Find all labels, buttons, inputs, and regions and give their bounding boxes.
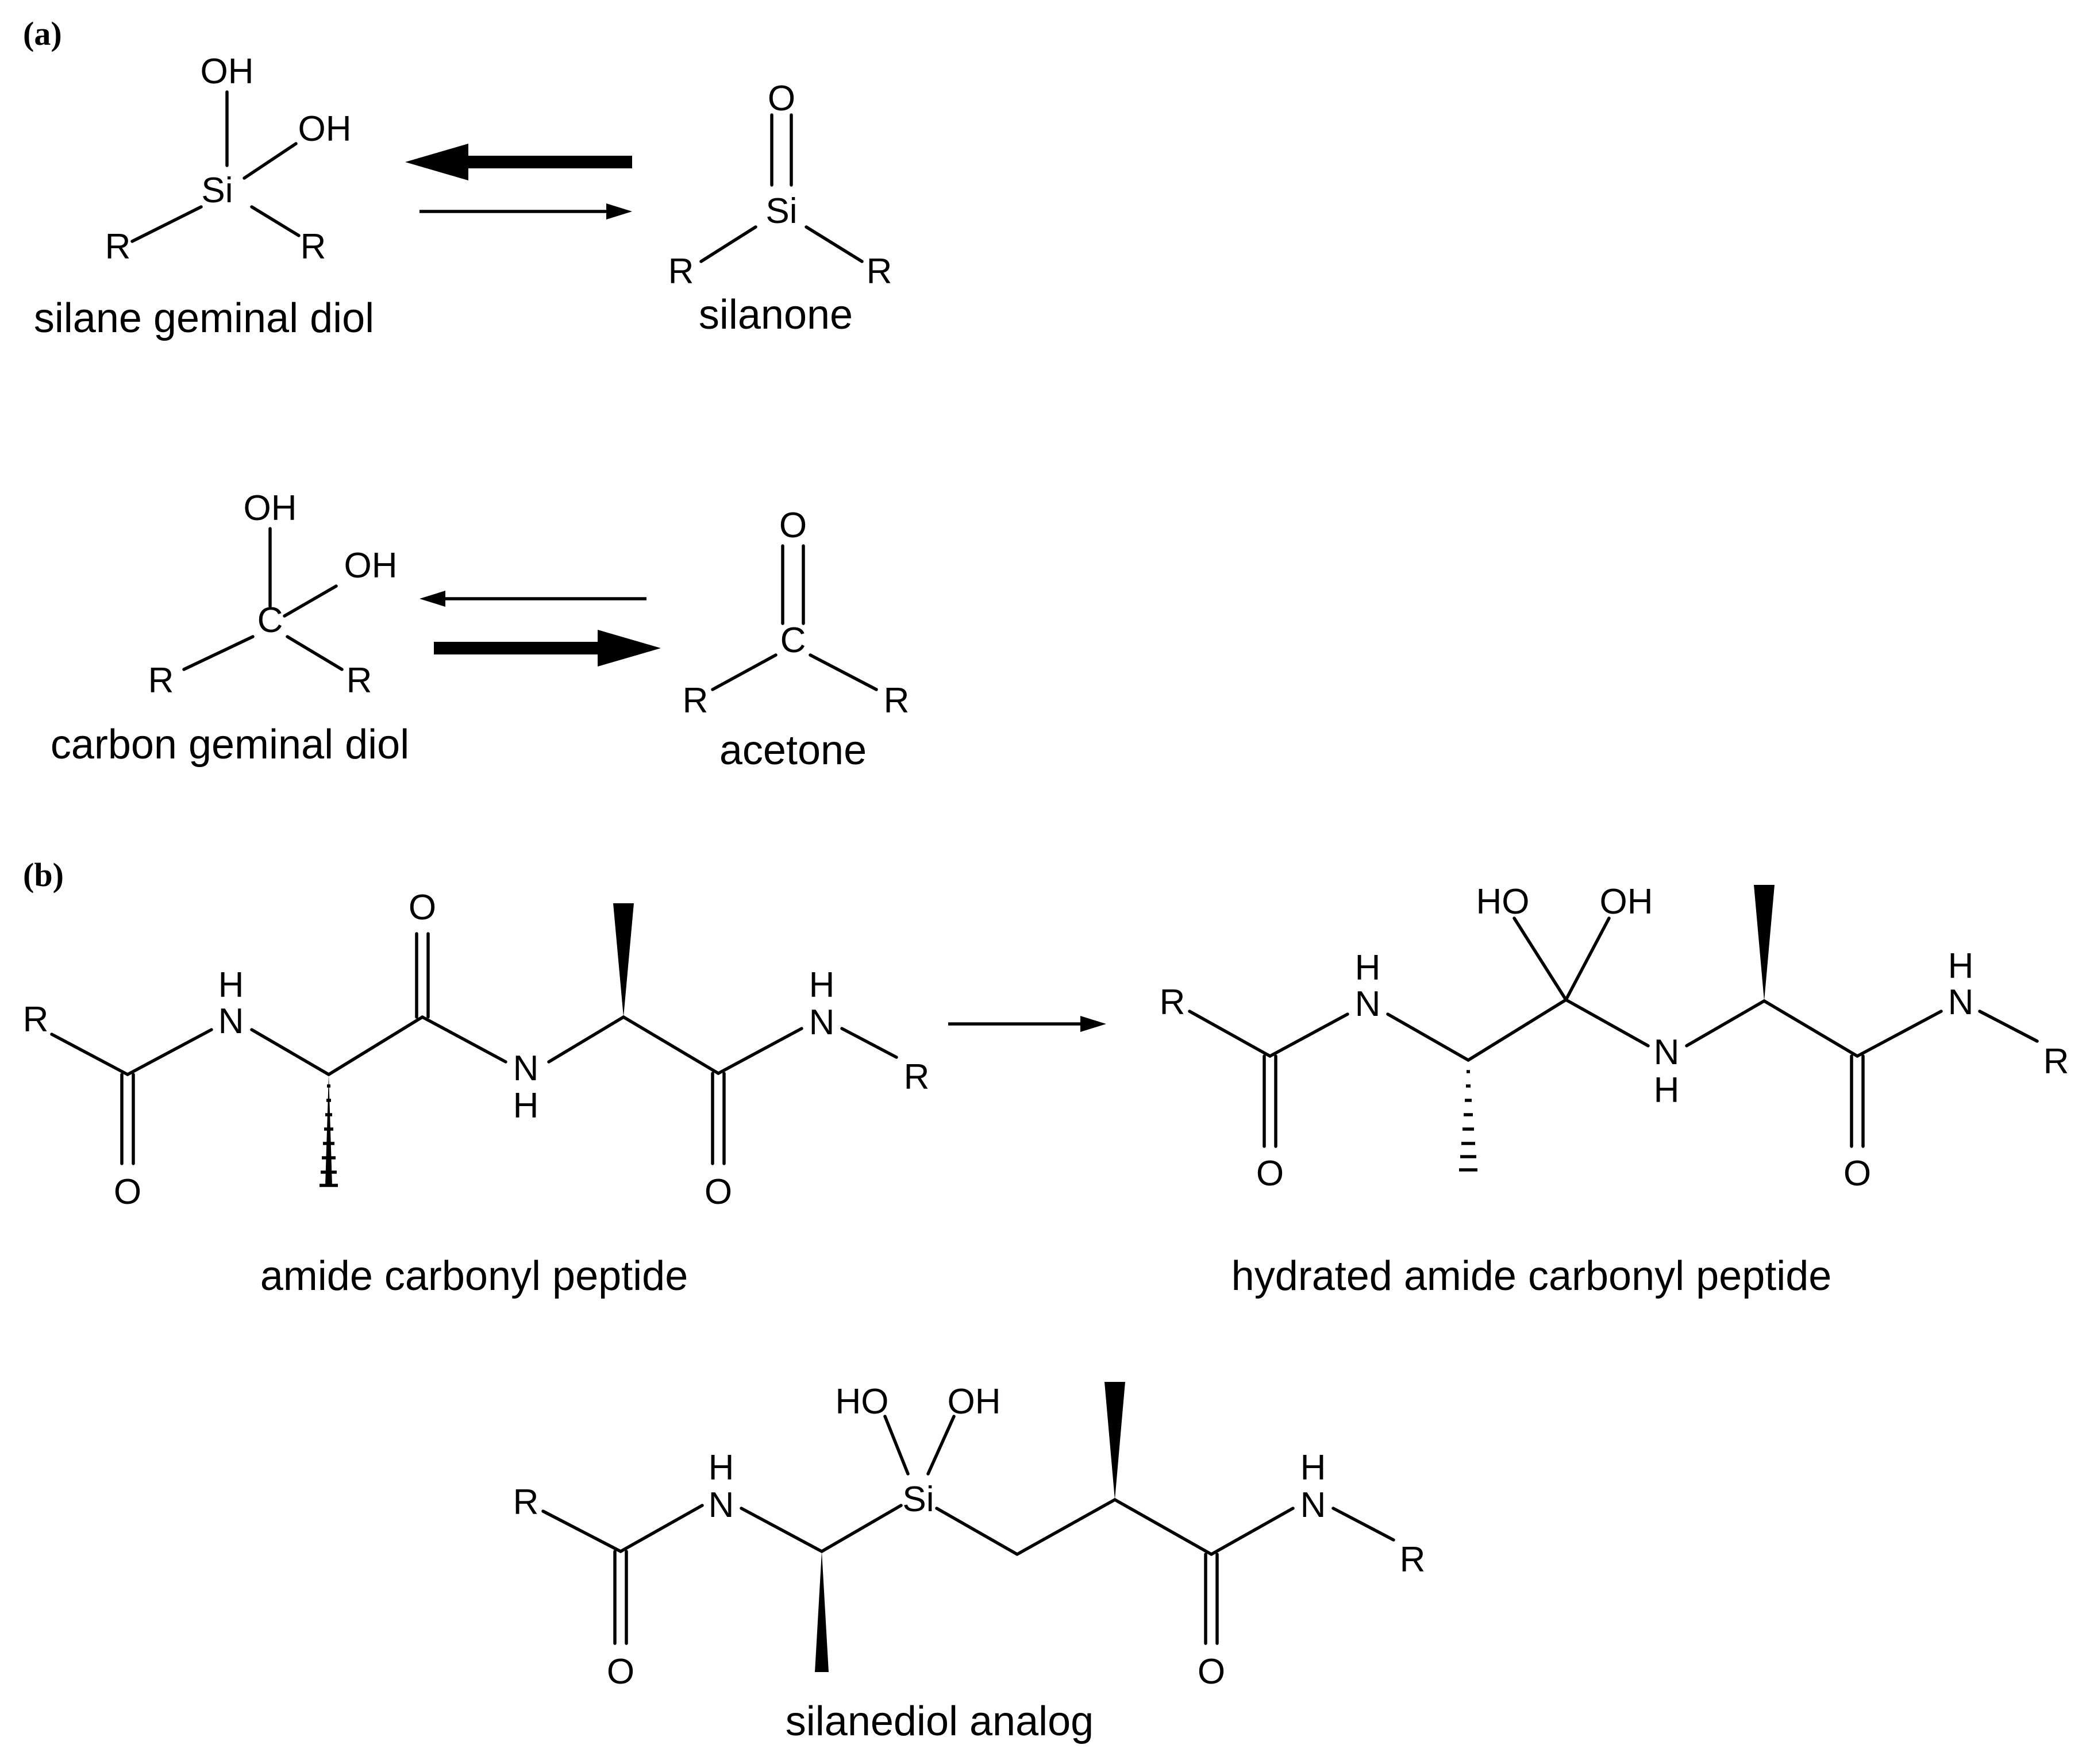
atom-r: R: [683, 681, 709, 721]
silane-geminal-diol-structure: OH OH Si R R: [105, 52, 352, 267]
equilibrium-arrows-silane: [405, 144, 632, 219]
caption-acetone: acetone: [719, 727, 867, 773]
carbon-geminal-diol-structure: OH OH C R R: [148, 488, 398, 700]
atom-c: C: [780, 621, 806, 660]
atom-n: N: [709, 1485, 734, 1525]
atom-oh: OH: [201, 52, 254, 91]
atom-r: R: [1160, 983, 1186, 1022]
atom-o: O: [409, 888, 436, 927]
silanediol-analog-structure: R O H N HO OH Si O H N R: [513, 1382, 1426, 1692]
hydrated-amide-carbonyl-peptide-structure: R O H N HO OH N H O H N R: [1160, 882, 2069, 1193]
atom-si: Si: [765, 191, 797, 231]
atom-r: R: [513, 1482, 539, 1522]
silanone-structure: O Si R R: [668, 79, 892, 291]
atom-r: R: [301, 227, 326, 267]
atom-o: O: [607, 1652, 634, 1692]
atom-r: R: [23, 1000, 49, 1039]
atom-oh: OH: [244, 488, 297, 528]
caption-hydrated-amide-carbonyl-peptide: hydrated amide carbonyl peptide: [1231, 1253, 1832, 1299]
atom-h: H: [1654, 1070, 1680, 1110]
atom-oh: OH: [344, 546, 398, 586]
atom-si: Si: [201, 171, 233, 210]
atom-r: R: [2043, 1042, 2069, 1081]
caption-silanediol-analog: silanediol analog: [786, 1698, 1094, 1744]
atom-c: C: [257, 600, 283, 640]
caption-amide-carbonyl-peptide: amide carbonyl peptide: [260, 1253, 688, 1299]
atom-ho: HO: [1476, 882, 1530, 922]
atom-si: Si: [902, 1480, 934, 1519]
atom-n: N: [1355, 984, 1381, 1024]
panel-label-b: (b): [23, 856, 64, 893]
atom-o: O: [768, 79, 795, 118]
atom-r: R: [904, 1057, 930, 1097]
caption-carbon-geminal-diol: carbon geminal diol: [51, 722, 409, 768]
atom-o: O: [1843, 1154, 1871, 1193]
amide-carbonyl-peptide-structure: R O H N O N H O H N R: [23, 888, 930, 1212]
atom-h: H: [513, 1086, 539, 1126]
atom-o: O: [1256, 1154, 1284, 1193]
atom-o: O: [705, 1172, 732, 1212]
atom-oh: OH: [298, 109, 352, 149]
atom-r: R: [668, 252, 694, 291]
atom-oh: OH: [948, 1382, 1001, 1422]
atom-h: H: [1300, 1448, 1326, 1488]
atom-o: O: [114, 1172, 141, 1212]
atom-h: H: [218, 965, 244, 1005]
atom-r: R: [884, 681, 910, 721]
atom-n: N: [513, 1049, 539, 1088]
atom-n: N: [1300, 1485, 1326, 1525]
atom-n: N: [1654, 1033, 1680, 1072]
caption-silanone: silanone: [699, 292, 853, 338]
atom-o: O: [779, 506, 807, 545]
atom-r: R: [1400, 1540, 1426, 1580]
reaction-arrow: [948, 1016, 1106, 1032]
atom-h: H: [1948, 946, 1974, 986]
atom-n: N: [1948, 983, 1974, 1022]
panel-label-a: (a): [23, 15, 62, 52]
atom-r: R: [148, 661, 174, 700]
equilibrium-arrows-carbon: [419, 591, 661, 667]
atom-ho: HO: [836, 1382, 889, 1422]
atom-r: R: [347, 661, 372, 700]
atom-r: R: [867, 252, 892, 291]
atom-o: O: [1198, 1652, 1225, 1692]
atom-r: R: [105, 227, 131, 267]
atom-h: H: [1355, 948, 1381, 988]
acetone-structure: O C R R: [683, 506, 910, 721]
atom-n: N: [218, 1002, 244, 1041]
atom-oh: OH: [1600, 882, 1653, 922]
atom-h: H: [709, 1448, 734, 1488]
caption-silane-geminal-diol: silane geminal diol: [34, 295, 374, 341]
atom-h: H: [809, 965, 835, 1005]
atom-n: N: [809, 1003, 835, 1042]
